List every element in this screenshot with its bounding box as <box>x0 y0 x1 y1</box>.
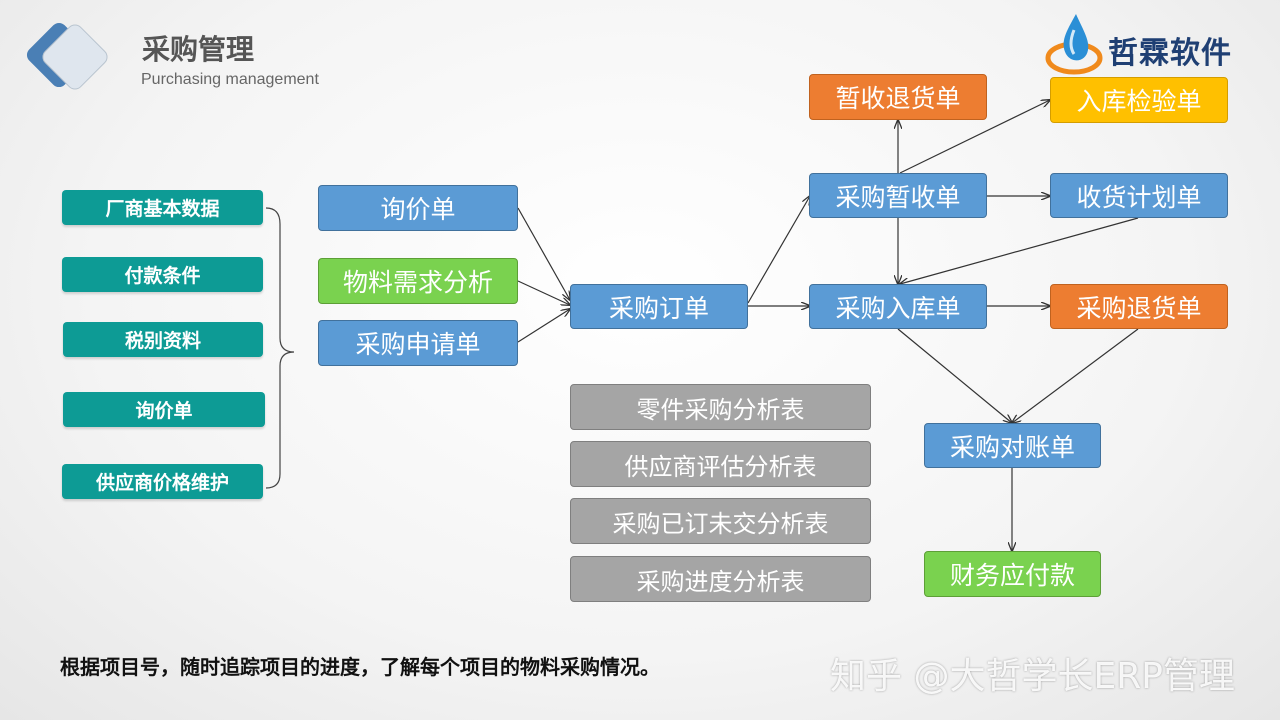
arrow-return-to-reconciliation <box>1012 328 1139 423</box>
node-temp-receipt[interactable]: 采购暂收单 <box>809 173 987 218</box>
base-data-brace <box>265 207 295 489</box>
node-receiving-plan[interactable]: 收货计划单 <box>1050 173 1228 218</box>
node-purchase-request[interactable]: 采购申请单 <box>318 320 518 366</box>
arrow-analysis-to-order <box>517 280 570 305</box>
node-purchase-inbound[interactable]: 采购入库单 <box>809 284 987 329</box>
node-accounts-payable[interactable]: 财务应付款 <box>924 551 1101 597</box>
node-temp-return[interactable]: 暂收退货单 <box>809 74 987 120</box>
base-data-inquiry[interactable]: 询价单 <box>63 392 265 427</box>
page-subtitle: Purchasing management <box>141 71 319 88</box>
base-data-vendor-price[interactable]: 供应商价格维护 <box>62 464 263 499</box>
report-vendor-evaluation[interactable]: 供应商评估分析表 <box>570 441 871 487</box>
base-data-tax-type[interactable]: 税别资料 <box>63 322 263 357</box>
arrow-plan-to-inbound <box>900 217 1139 284</box>
watermark: 知乎 @大哲学长ERP管理 <box>830 656 1235 697</box>
arrow-temp-receipt-to-inspection <box>899 100 1050 174</box>
arrow-inbound-to-reconciliation <box>897 328 1012 423</box>
node-material-analysis[interactable]: 物料需求分析 <box>318 258 518 304</box>
report-purchase-progress[interactable]: 采购进度分析表 <box>570 556 871 602</box>
brand-name: 哲霖软件 <box>1108 36 1232 71</box>
arrow-order-to-temp-receipt <box>747 196 810 304</box>
base-data-vendor[interactable]: 厂商基本数据 <box>62 190 263 225</box>
report-ordered-not-delivered[interactable]: 采购已订未交分析表 <box>570 498 871 544</box>
node-inquiry[interactable]: 询价单 <box>318 185 518 231</box>
node-inbound-inspection[interactable]: 入库检验单 <box>1050 77 1228 123</box>
logo-diamond-icon <box>26 22 108 90</box>
footer-note: 根据项目号，随时追踪项目的进度，了解每个项目的物料采购情况。 <box>60 655 660 679</box>
node-purchase-return[interactable]: 采购退货单 <box>1050 284 1228 329</box>
node-purchase-order[interactable]: 采购订单 <box>570 284 748 329</box>
arrow-inquiry-to-order <box>517 207 570 300</box>
brand-logo-icon <box>1045 14 1103 75</box>
base-data-payment-terms[interactable]: 付款条件 <box>62 257 263 292</box>
report-parts-purchase[interactable]: 零件采购分析表 <box>570 384 871 430</box>
page-title: 采购管理 <box>142 33 255 66</box>
node-reconciliation[interactable]: 采购对账单 <box>924 423 1101 468</box>
arrow-request-to-order <box>517 309 570 343</box>
